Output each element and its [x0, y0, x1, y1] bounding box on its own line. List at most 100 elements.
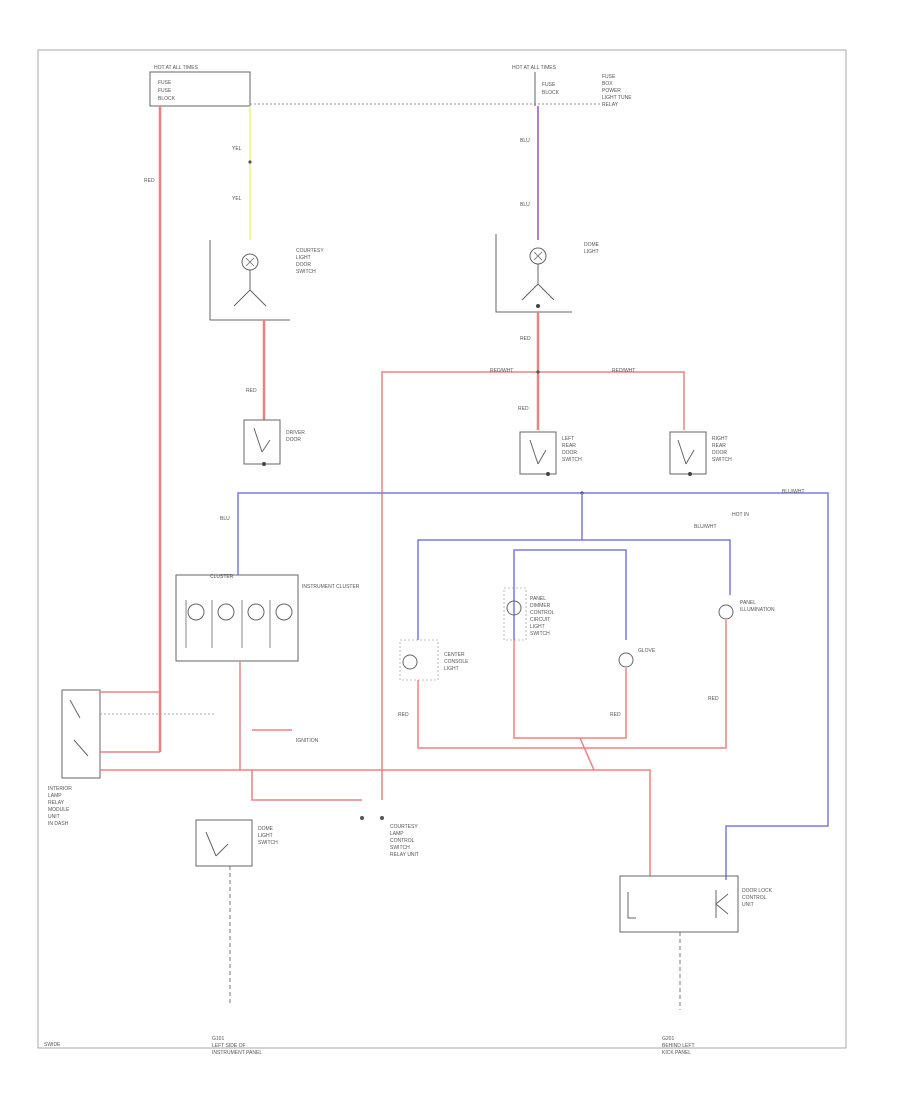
console-label-2: CONSOLE — [444, 659, 469, 665]
fuse-box-left-line-2: FUSE — [158, 88, 172, 94]
right-rear-label-1: RIGHT — [712, 436, 728, 442]
console-label-1: CENTER — [444, 652, 465, 658]
light-switch-block: INTERIOR LAMP RELAY MODULE UNIT IN DASH — [48, 689, 101, 827]
driver-door-label-2: DOOR — [286, 437, 301, 443]
blue-wire-sub-bus — [417, 493, 731, 640]
relay-1: COURTESY — [390, 824, 418, 830]
right-rear-door-switch: RIGHT REAR DOOR SWITCH — [669, 431, 732, 476]
fuse-box-right: HOT AT ALL TIMES FUSE BLOCK FUSE BOX POW… — [512, 65, 632, 108]
courtesy-light-line-3: DOOR — [296, 262, 311, 268]
splice-dot — [248, 160, 252, 164]
hot-in-label: HOT IN — [732, 512, 749, 518]
instrument-cluster: CLUSTER INSTRUMENT CLUSTER — [175, 574, 360, 662]
dome-sw-1: DOME — [258, 826, 274, 832]
lamp-control-3: RELAY — [48, 800, 65, 806]
dome-sw-3: SWITCH — [258, 840, 278, 846]
courtesy-light: COURTESY LIGHT DOOR SWITCH — [209, 240, 324, 321]
right-rear-label-4: SWITCH — [712, 457, 732, 463]
red-wire-switch-connections — [100, 662, 651, 876]
panel-lights-2: DIMMER — [530, 603, 551, 609]
footer-id: SWIDE — [44, 1042, 61, 1048]
wire-code-red-2: RED — [246, 388, 257, 394]
instrument-cluster-label: INSTRUMENT CLUSTER — [302, 584, 360, 590]
splice-dot-dome — [536, 370, 540, 374]
right-rear-label-2: REAR — [712, 443, 726, 449]
wire-code-red-branch-1: RED/WHT — [490, 368, 513, 374]
lamp-control-5: UNIT — [48, 814, 60, 820]
panel-dimmer-switch: PANEL DIMMER CONTROL CIRCUIT LIGHT SWITC… — [503, 587, 555, 641]
wire-code-yel-2: YEL — [232, 196, 242, 202]
fuse-box-right-line-2: BLOCK — [542, 90, 560, 96]
fuse-box-left-line-1: FUSE — [158, 80, 172, 86]
left-rear-label-1: LEFT — [562, 436, 574, 442]
relay-3: CONTROL — [390, 838, 415, 844]
diagram-frame — [37, 49, 847, 1049]
panel-lights-6: SWITCH — [530, 631, 550, 637]
cluster-top-label: CLUSTER — [210, 574, 234, 580]
courtesy-lamp-relay: COURTESY LAMP CONTROL SWITCH RELAY UNIT — [360, 816, 419, 858]
lamp-control-4: MODULE — [48, 807, 70, 813]
lamp-control-2: LAMP — [48, 793, 62, 799]
door-lock-1: DOOR LOCK — [742, 888, 773, 894]
wire-code-red-5: RED — [610, 712, 621, 718]
wire-code-blu-3: BLU — [220, 516, 230, 522]
dome-light: DOME LIGHT — [495, 234, 600, 313]
wire-code-red-3: RED — [518, 406, 529, 412]
wire-code-red-4: RED — [398, 712, 409, 718]
ground-left-3: INSTRUMENT PANEL — [212, 1050, 262, 1056]
relay-4: SWITCH — [390, 845, 410, 851]
dome-light-switch: DOME LIGHT SWITCH — [195, 819, 278, 867]
lamp-control-6: IN DASH — [48, 821, 69, 827]
panel-lights-4: CIRCUIT — [530, 617, 550, 623]
panel-illum-1: PANEL — [740, 600, 756, 606]
driver-door-switch: DRIVER DOOR — [243, 419, 305, 466]
wire-code-red-6: RED — [708, 696, 719, 702]
door-lock-3: UNIT — [742, 902, 754, 908]
fuse-box-right-side-1: FUSE — [602, 74, 616, 80]
ground-right-1: G201 — [662, 1036, 674, 1042]
fuse-box-right-side-4: LIGHT TUNE — [602, 95, 632, 101]
ignition-label: IGNITION — [296, 738, 319, 744]
relay-5: RELAY UNIT — [390, 852, 419, 858]
lamp-control-1: INTERIOR — [48, 786, 72, 792]
ground-left-2: LEFT SIDE OF — [212, 1043, 246, 1049]
ground-right-2: BEHIND LEFT — [662, 1043, 695, 1049]
left-rear-label-4: SWITCH — [562, 457, 582, 463]
wire-code-yel-1: YEL — [232, 146, 242, 152]
fuse-box-right-side-3: POWER — [602, 88, 621, 94]
red-wire-branch-top — [381, 371, 685, 800]
fuse-box-right-side-5: RELAY — [602, 102, 619, 108]
fuse-box-right-side-2: BOX — [602, 81, 613, 87]
relay-2: LAMP — [390, 831, 404, 837]
glove-box-label: GLOVE — [638, 648, 656, 654]
left-rear-label-2: REAR — [562, 443, 576, 449]
fuse-box-left-line-3: BLOCK — [158, 96, 176, 102]
door-lock-2: CONTROL — [742, 895, 767, 901]
dome-light-line-1: DOME — [584, 242, 600, 248]
wire-code-red-dome: RED — [520, 336, 531, 342]
panel-illum-2: ILLUMINATION — [740, 607, 775, 613]
wire-code-blu-1: BLU — [520, 138, 530, 144]
panel-lights-5: LIGHT — [530, 624, 545, 630]
wire-code-red-branch-2: RED/WHT — [612, 368, 635, 374]
driver-door-label-1: DRIVER — [286, 430, 305, 436]
console-label-3: LIGHT — [444, 666, 459, 672]
dome-sw-2: LIGHT — [258, 833, 273, 839]
ground-left-1: G101 — [212, 1036, 224, 1042]
dome-light-line-2: LIGHT — [584, 249, 599, 255]
courtesy-light-line-1: COURTESY — [296, 248, 324, 254]
wire-code-left: RED — [144, 178, 155, 184]
wire-code-blu-bus: BLU/WHT — [782, 489, 805, 495]
panel-lights-3: CONTROL — [530, 610, 555, 616]
courtesy-light-line-4: SWITCH — [296, 269, 316, 275]
red-wire-lamp-returns — [417, 620, 727, 771]
fuse-box-right-line-1: FUSE — [542, 82, 556, 88]
left-rear-label-3: DOOR — [562, 450, 577, 456]
left-rear-door-switch: LEFT REAR DOOR SWITCH — [519, 431, 582, 476]
right-rear-label-3: DOOR — [712, 450, 727, 456]
fuse-box-left: HOT AT ALL TIMES FUSE FUSE BLOCK — [149, 65, 251, 107]
center-console-light: CENTER CONSOLE LIGHT — [399, 639, 469, 681]
door-lock-unit: DOOR LOCK CONTROL UNIT — [619, 875, 773, 933]
wire-code-blu-sub: BLU/WHT — [694, 524, 717, 530]
